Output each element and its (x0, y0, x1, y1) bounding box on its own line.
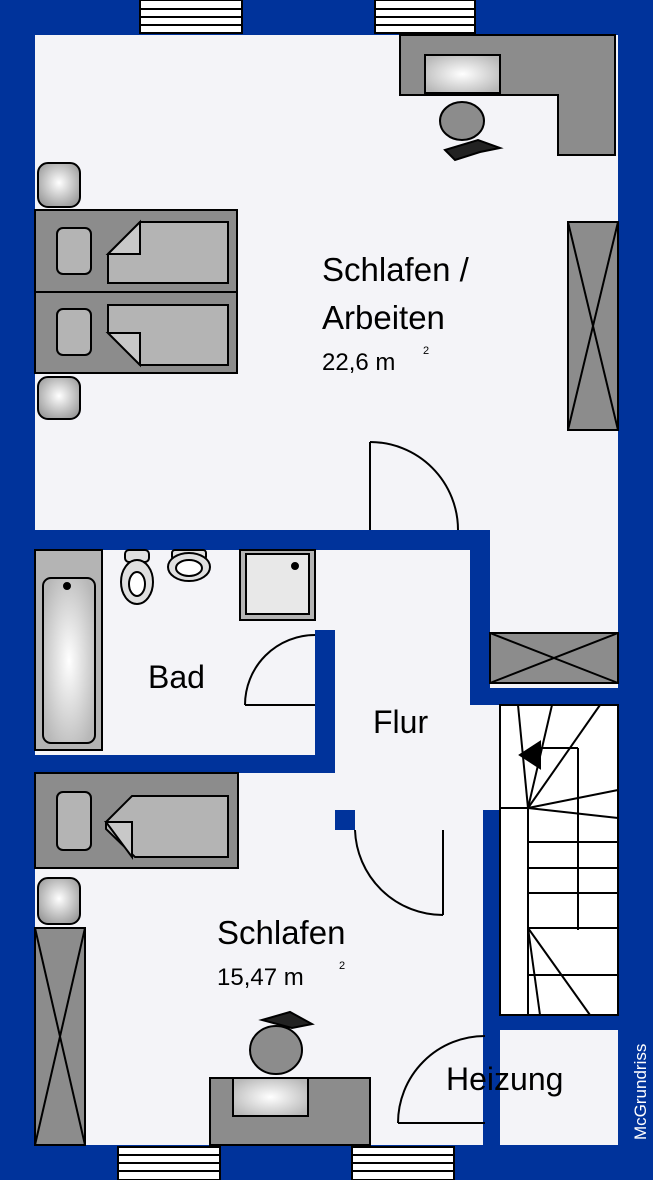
desk-icon (399, 34, 616, 156)
desk-icon (209, 1077, 371, 1146)
window-icon (351, 1146, 455, 1180)
toilet-icon (120, 549, 154, 605)
brand-label: McGrundriss (631, 1044, 650, 1140)
office-chair-icon (249, 1010, 315, 1075)
room-label-schlafen: Schlafen (217, 914, 345, 951)
door-icon (397, 1035, 486, 1124)
office-chair-icon (439, 101, 504, 162)
room-label-heizung: Heizung (446, 1061, 563, 1097)
room-heizung (500, 1030, 618, 1145)
wardrobe-icon (567, 221, 619, 431)
window-icon (117, 1146, 221, 1180)
bathtub-icon (34, 549, 103, 751)
room-area-schlafen-arbeiten: 22,6 m (322, 349, 395, 376)
room-label-schlafen-arbeiten: Schlafen / (322, 251, 470, 288)
room-schlafen-arbeiten (35, 35, 618, 688)
room-label-bad: Bad (148, 659, 205, 695)
window-icon (374, 0, 476, 34)
room-label-flur: Flur (373, 704, 428, 740)
area-superscript: 2 (423, 345, 429, 357)
sink-icon (167, 549, 211, 582)
bed-icon (34, 772, 239, 869)
bed-icon (34, 162, 238, 420)
windows (117, 0, 476, 1180)
wardrobe-icon (34, 877, 86, 1146)
door-icon (369, 441, 459, 531)
door-icon (244, 634, 316, 706)
room-area-schlafen: 15,47 m (217, 964, 304, 991)
staircase-icon (499, 704, 619, 1016)
window-icon (139, 0, 243, 34)
room-label-arbeiten: Arbeiten (322, 299, 445, 336)
area-superscript: 2 (339, 960, 345, 972)
door-icon (354, 829, 444, 916)
shower-icon (239, 549, 316, 621)
wardrobe-icon (489, 632, 619, 684)
